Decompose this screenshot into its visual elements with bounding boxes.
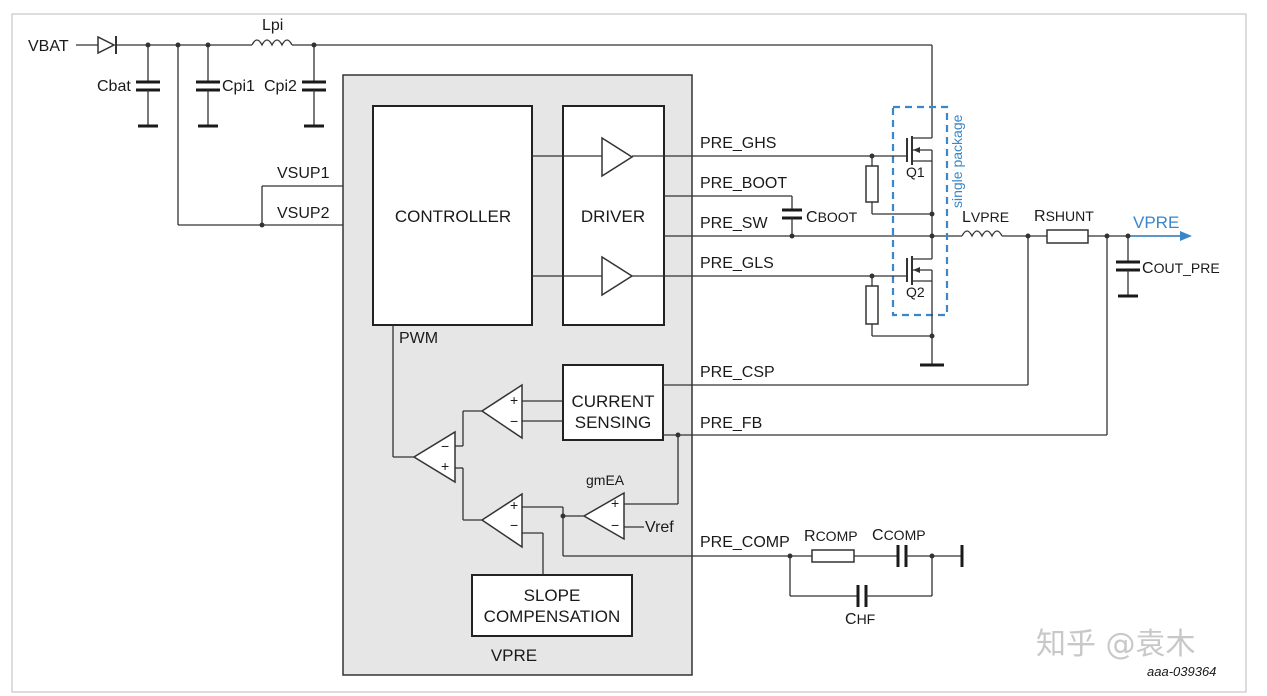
controller-label: CONTROLLER bbox=[395, 207, 511, 226]
cpi1-capacitor bbox=[196, 45, 220, 128]
figure-frame bbox=[11, 13, 1247, 693]
single-package-label: single package bbox=[949, 114, 965, 208]
cboot-label: CBOOT bbox=[806, 209, 858, 226]
pre-boot-label: PRE_BOOT bbox=[700, 175, 787, 192]
vpre-output-label: VPRE bbox=[1133, 213, 1179, 232]
vpre-output-arrow bbox=[1180, 231, 1192, 241]
current-sense-amplifier bbox=[480, 383, 523, 440]
cout-pre-label: COUT_PRE bbox=[1142, 260, 1220, 277]
rcomp-resistor bbox=[811, 549, 855, 563]
rshunt-resistor bbox=[1046, 229, 1089, 244]
q1-mosfet bbox=[872, 130, 933, 236]
vpre-ic-label: VPRE bbox=[491, 646, 537, 665]
rshunt-label: RSHUNT bbox=[1034, 208, 1094, 225]
q1-gate-resistor bbox=[865, 165, 879, 203]
lpi-inductor bbox=[251, 39, 293, 47]
pwm-cmp-minus-sign: − bbox=[441, 438, 449, 454]
current-sensing-label-1: CURRENT bbox=[571, 392, 654, 411]
slope-label-1: SLOPE bbox=[524, 586, 581, 605]
pwm-label: PWM bbox=[399, 330, 438, 347]
driver-label: DRIVER bbox=[581, 207, 645, 226]
gmea-amplifier bbox=[582, 491, 625, 541]
lpi-label: Lpi bbox=[262, 17, 283, 34]
vsup2-label: VSUP2 bbox=[277, 205, 330, 222]
gmea-plus-sign: + bbox=[611, 495, 619, 511]
csa-minus-sign: − bbox=[510, 413, 518, 429]
cpi2-capacitor bbox=[302, 45, 326, 128]
q2-mosfet bbox=[872, 236, 933, 364]
pwm-comparator bbox=[412, 430, 456, 484]
figure-code: aaa-039364 bbox=[1147, 664, 1216, 679]
lvpre-label: LVPRE bbox=[962, 209, 1009, 226]
pre-gls-label: PRE_GLS bbox=[700, 255, 774, 272]
q1-label: Q1 bbox=[906, 164, 925, 180]
low-side-buffer bbox=[601, 255, 634, 297]
cout-pre-capacitor bbox=[1116, 236, 1140, 298]
vsup1-label: VSUP1 bbox=[277, 165, 330, 182]
cboot-capacitor bbox=[782, 196, 802, 236]
q2-gate-resistor bbox=[865, 285, 879, 325]
pre-csp-label: PRE_CSP bbox=[700, 364, 775, 381]
summing-amplifier bbox=[480, 492, 523, 549]
vbat-label: VBAT bbox=[28, 38, 69, 55]
controller-block bbox=[372, 105, 533, 326]
gmea-minus-sign: − bbox=[611, 517, 619, 533]
cbat-capacitor bbox=[136, 45, 160, 128]
pwm-cmp-plus-sign: + bbox=[441, 458, 449, 474]
pre-ghs-label: PRE_GHS bbox=[700, 135, 776, 152]
cpi2-label: Cpi2 bbox=[264, 78, 297, 95]
chf-label: CHF bbox=[845, 611, 875, 628]
watermark: 知乎 @袁木 bbox=[1036, 627, 1196, 662]
input-diode bbox=[97, 35, 116, 55]
cbat-label: Cbat bbox=[97, 78, 131, 95]
slope-label-2: COMPENSATION bbox=[484, 607, 621, 626]
sum-minus-sign: − bbox=[510, 517, 518, 533]
vref-label: Vref bbox=[645, 519, 674, 536]
cpi1-label: Cpi1 bbox=[222, 78, 255, 95]
q2-label: Q2 bbox=[906, 284, 925, 300]
slope-compensation-block bbox=[471, 574, 633, 637]
rcomp-label: RCOMP bbox=[804, 528, 858, 545]
lvpre-inductor bbox=[961, 230, 1003, 238]
gmea-label: gmEA bbox=[586, 472, 625, 488]
csa-plus-sign: + bbox=[510, 392, 518, 408]
high-side-buffer bbox=[601, 136, 634, 178]
current-sensing-block bbox=[562, 364, 664, 441]
pre-sw-label: PRE_SW bbox=[700, 215, 768, 232]
ccomp-label: CCOMP bbox=[872, 527, 926, 544]
pre-fb-label: PRE_FB bbox=[700, 415, 762, 432]
current-sensing-label-2: SENSING bbox=[575, 413, 652, 432]
sum-plus-sign: + bbox=[510, 497, 518, 513]
pre-comp-label: PRE_COMP bbox=[700, 534, 790, 551]
single-package-outline bbox=[891, 105, 949, 317]
